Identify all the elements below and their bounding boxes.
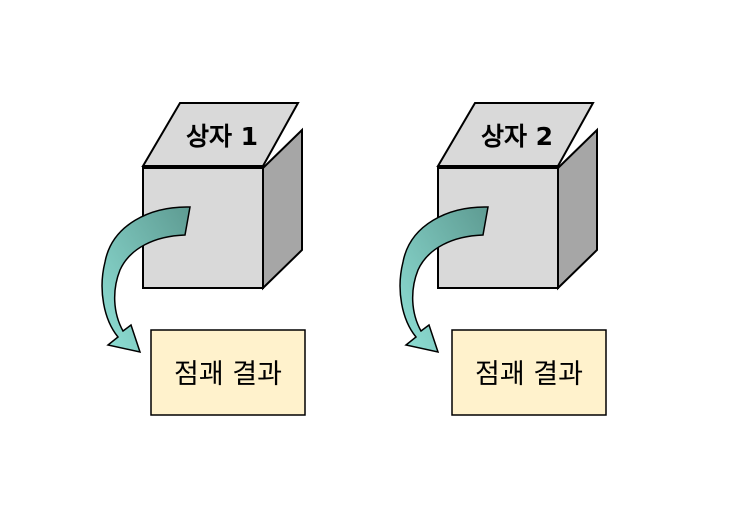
box-1-open-lid bbox=[141, 102, 300, 167]
result-box-2 bbox=[451, 329, 607, 416]
result-box-1 bbox=[150, 329, 306, 416]
result-box-2-label: 점괘 결과 bbox=[475, 359, 583, 390]
box-2-curved-arrow-icon bbox=[399, 206, 489, 354]
box-1-group: 상자 1 점괘 결과 bbox=[101, 102, 306, 416]
box-1-front-face bbox=[142, 167, 264, 289]
box-2-label: 상자 2 bbox=[481, 122, 553, 151]
box-1-label: 상자 1 bbox=[186, 122, 258, 151]
box-2-open-lid bbox=[436, 102, 595, 167]
box-1-curved-arrow-icon bbox=[101, 206, 191, 354]
box-2-group: 상자 2 점괘 결과 bbox=[399, 102, 607, 416]
result-box-1-label: 점괘 결과 bbox=[174, 359, 282, 390]
